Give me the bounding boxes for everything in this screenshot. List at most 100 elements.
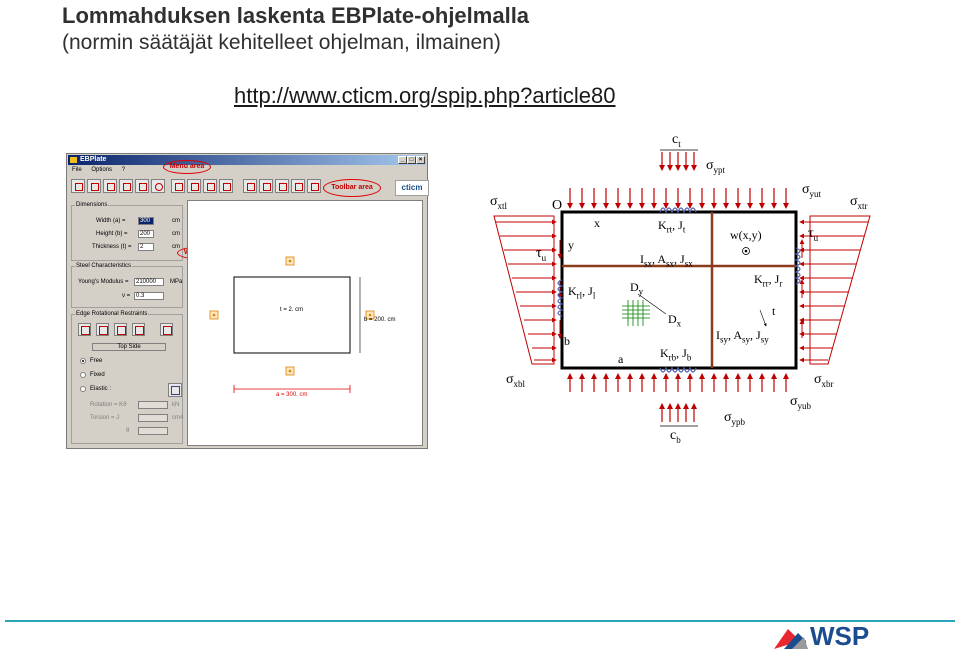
label-dy: Dy <box>630 280 644 297</box>
label-y: y <box>568 238 574 252</box>
slide-subtitle: (normin säätäjät kehitelleet ohjelman, i… <box>62 31 501 54</box>
right-stress-arrows <box>799 219 868 363</box>
minimize-button[interactable]: _ <box>398 156 407 164</box>
torsion-input[interactable] <box>138 414 168 422</box>
height-dimension: b = 200. cm <box>364 317 396 323</box>
width-input[interactable]: 300 <box>138 217 154 225</box>
footer-line <box>5 620 955 622</box>
maximize-button[interactable]: □ <box>407 156 416 164</box>
toolbar-area-callout: Toolbar area <box>323 179 381 197</box>
rotation-unit: kN <box>172 402 180 408</box>
radio-free[interactable] <box>80 358 86 364</box>
theta-input[interactable] <box>138 427 168 435</box>
thickness-label: Thickness (t) = <box>92 244 132 250</box>
tool-modes-icon[interactable] <box>275 179 289 193</box>
left-stress-arrows <box>496 219 557 363</box>
label-w: w(x,y) <box>730 228 762 242</box>
edge-bottom-button[interactable] <box>114 323 127 336</box>
youngs-input[interactable]: 210000 <box>134 278 164 286</box>
label-x: x <box>594 216 600 230</box>
dimensions-group: Dimensions Width (a) = 300 cm Height (b)… <box>71 202 183 261</box>
label-krb-jb: Krb, Jb <box>660 346 692 363</box>
edge-top-button[interactable] <box>78 323 91 336</box>
tool-restraint-icon[interactable] <box>119 179 133 193</box>
wsp-logo-icon <box>774 629 808 649</box>
youngs-unit: MPa <box>170 279 183 285</box>
tool-support-icon[interactable] <box>135 179 149 193</box>
menu-help[interactable]: ? <box>121 167 126 173</box>
window-titlebar: EBPlate _ □ × <box>68 155 426 165</box>
rotation-input[interactable] <box>138 401 168 409</box>
tool-mesh-icon[interactable] <box>187 179 201 193</box>
label-krt-jt: Krt, Jt <box>658 218 686 235</box>
w-point-icon <box>742 247 750 255</box>
plate-outline <box>233 276 351 354</box>
menu-area-callout: Menu area <box>163 160 211 174</box>
label-b: b <box>564 334 570 348</box>
radio-elastic-label: Elastic : <box>90 386 112 392</box>
top-side-button[interactable]: Top Side <box>92 343 166 351</box>
top-load-arrows <box>567 188 789 209</box>
tool-stiffener-icon[interactable] <box>103 179 117 193</box>
thickness-unit: cm <box>172 244 180 250</box>
label-sigma-xtl: σxtl <box>490 194 508 211</box>
menu-file[interactable]: File <box>72 167 82 173</box>
tool-export-icon[interactable] <box>307 179 321 193</box>
label-sigma-yub: σyub <box>790 394 812 411</box>
nu-input[interactable]: 0.3 <box>134 292 164 300</box>
rotation-label: Rotation = Kθ <box>90 402 127 408</box>
height-label: Height (b) = <box>96 231 128 237</box>
height-input[interactable]: 200 <box>138 230 154 238</box>
close-button[interactable]: × <box>416 156 425 164</box>
tool-chart-icon[interactable] <box>219 179 233 193</box>
properties-panel: Dimensions Width (a) = 300 cm Height (b)… <box>71 200 235 446</box>
tool-plate-icon[interactable] <box>87 179 101 193</box>
tool-print-icon[interactable] <box>291 179 305 193</box>
tool-calc-icon[interactable] <box>243 179 257 193</box>
menu-options[interactable]: Options <box>91 167 113 173</box>
tool-results-icon[interactable] <box>259 179 273 193</box>
youngs-label: Young's Modulus = <box>78 279 129 285</box>
plate-boundary <box>560 210 798 370</box>
width-dimension: a = 300. cm <box>276 392 308 398</box>
radio-elastic[interactable] <box>80 386 86 392</box>
thickness-input[interactable]: 2 <box>138 243 154 251</box>
app-icon <box>70 157 77 163</box>
tool-load-icon[interactable] <box>171 179 185 193</box>
radio-fixed[interactable] <box>80 372 86 378</box>
tool-circle-icon[interactable] <box>151 179 165 193</box>
torsion-unit: cm4 <box>172 415 184 421</box>
width-label: Width (a) = <box>96 218 126 224</box>
edge-left-button[interactable] <box>132 323 145 336</box>
label-sigma-ypt: σypt <box>706 158 726 175</box>
label-isy-asy-jsy: Isy, Asy, Jsy <box>716 328 769 345</box>
dimensions-caption: Dimensions <box>75 202 109 208</box>
working-canvas[interactable]: t = 2. cm b = 200. cm a = 300. cm <box>187 200 423 446</box>
source-link[interactable]: http://www.cticm.org/spip.php?article80 <box>234 83 616 108</box>
label-cb: cb <box>670 428 681 445</box>
radio-free-label: Free <box>90 358 103 364</box>
edge-all-button[interactable] <box>160 323 173 336</box>
right-spring-icon <box>794 247 801 285</box>
top-patch-arrows <box>659 152 697 171</box>
restraint-preview-icon[interactable] <box>168 383 182 397</box>
label-sigma-xbr: σxbr <box>814 372 834 389</box>
tool-new-icon[interactable] <box>71 179 85 193</box>
diagram-graphics <box>493 149 871 427</box>
cticm-logo: cticm <box>395 180 429 196</box>
label-ct: ct <box>672 132 681 149</box>
ebplate-window: EBPlate _ □ × File Options ? Menu area T… <box>66 153 429 449</box>
label-dx: Dx <box>668 312 682 329</box>
bottom-patch-arrows <box>659 403 697 422</box>
plate-diagram: ct σypt σyut σxtl σxtr O x y τu τu Krt, … <box>488 130 878 450</box>
theta-label: θ <box>126 428 130 434</box>
width-unit: cm <box>172 218 180 224</box>
stiffener-section-icon <box>622 300 650 326</box>
restraints-caption: Edge Rotational Restraints <box>75 311 149 317</box>
label-sigma-yut: σyut <box>802 182 822 199</box>
window-title: EBPlate <box>80 156 107 163</box>
tool-material-icon[interactable] <box>203 179 217 193</box>
slide-title: Lommahduksen laskenta EBPlate-ohjelmalla <box>62 3 530 28</box>
label-t: t <box>772 304 776 318</box>
edge-right-button[interactable] <box>96 323 109 336</box>
